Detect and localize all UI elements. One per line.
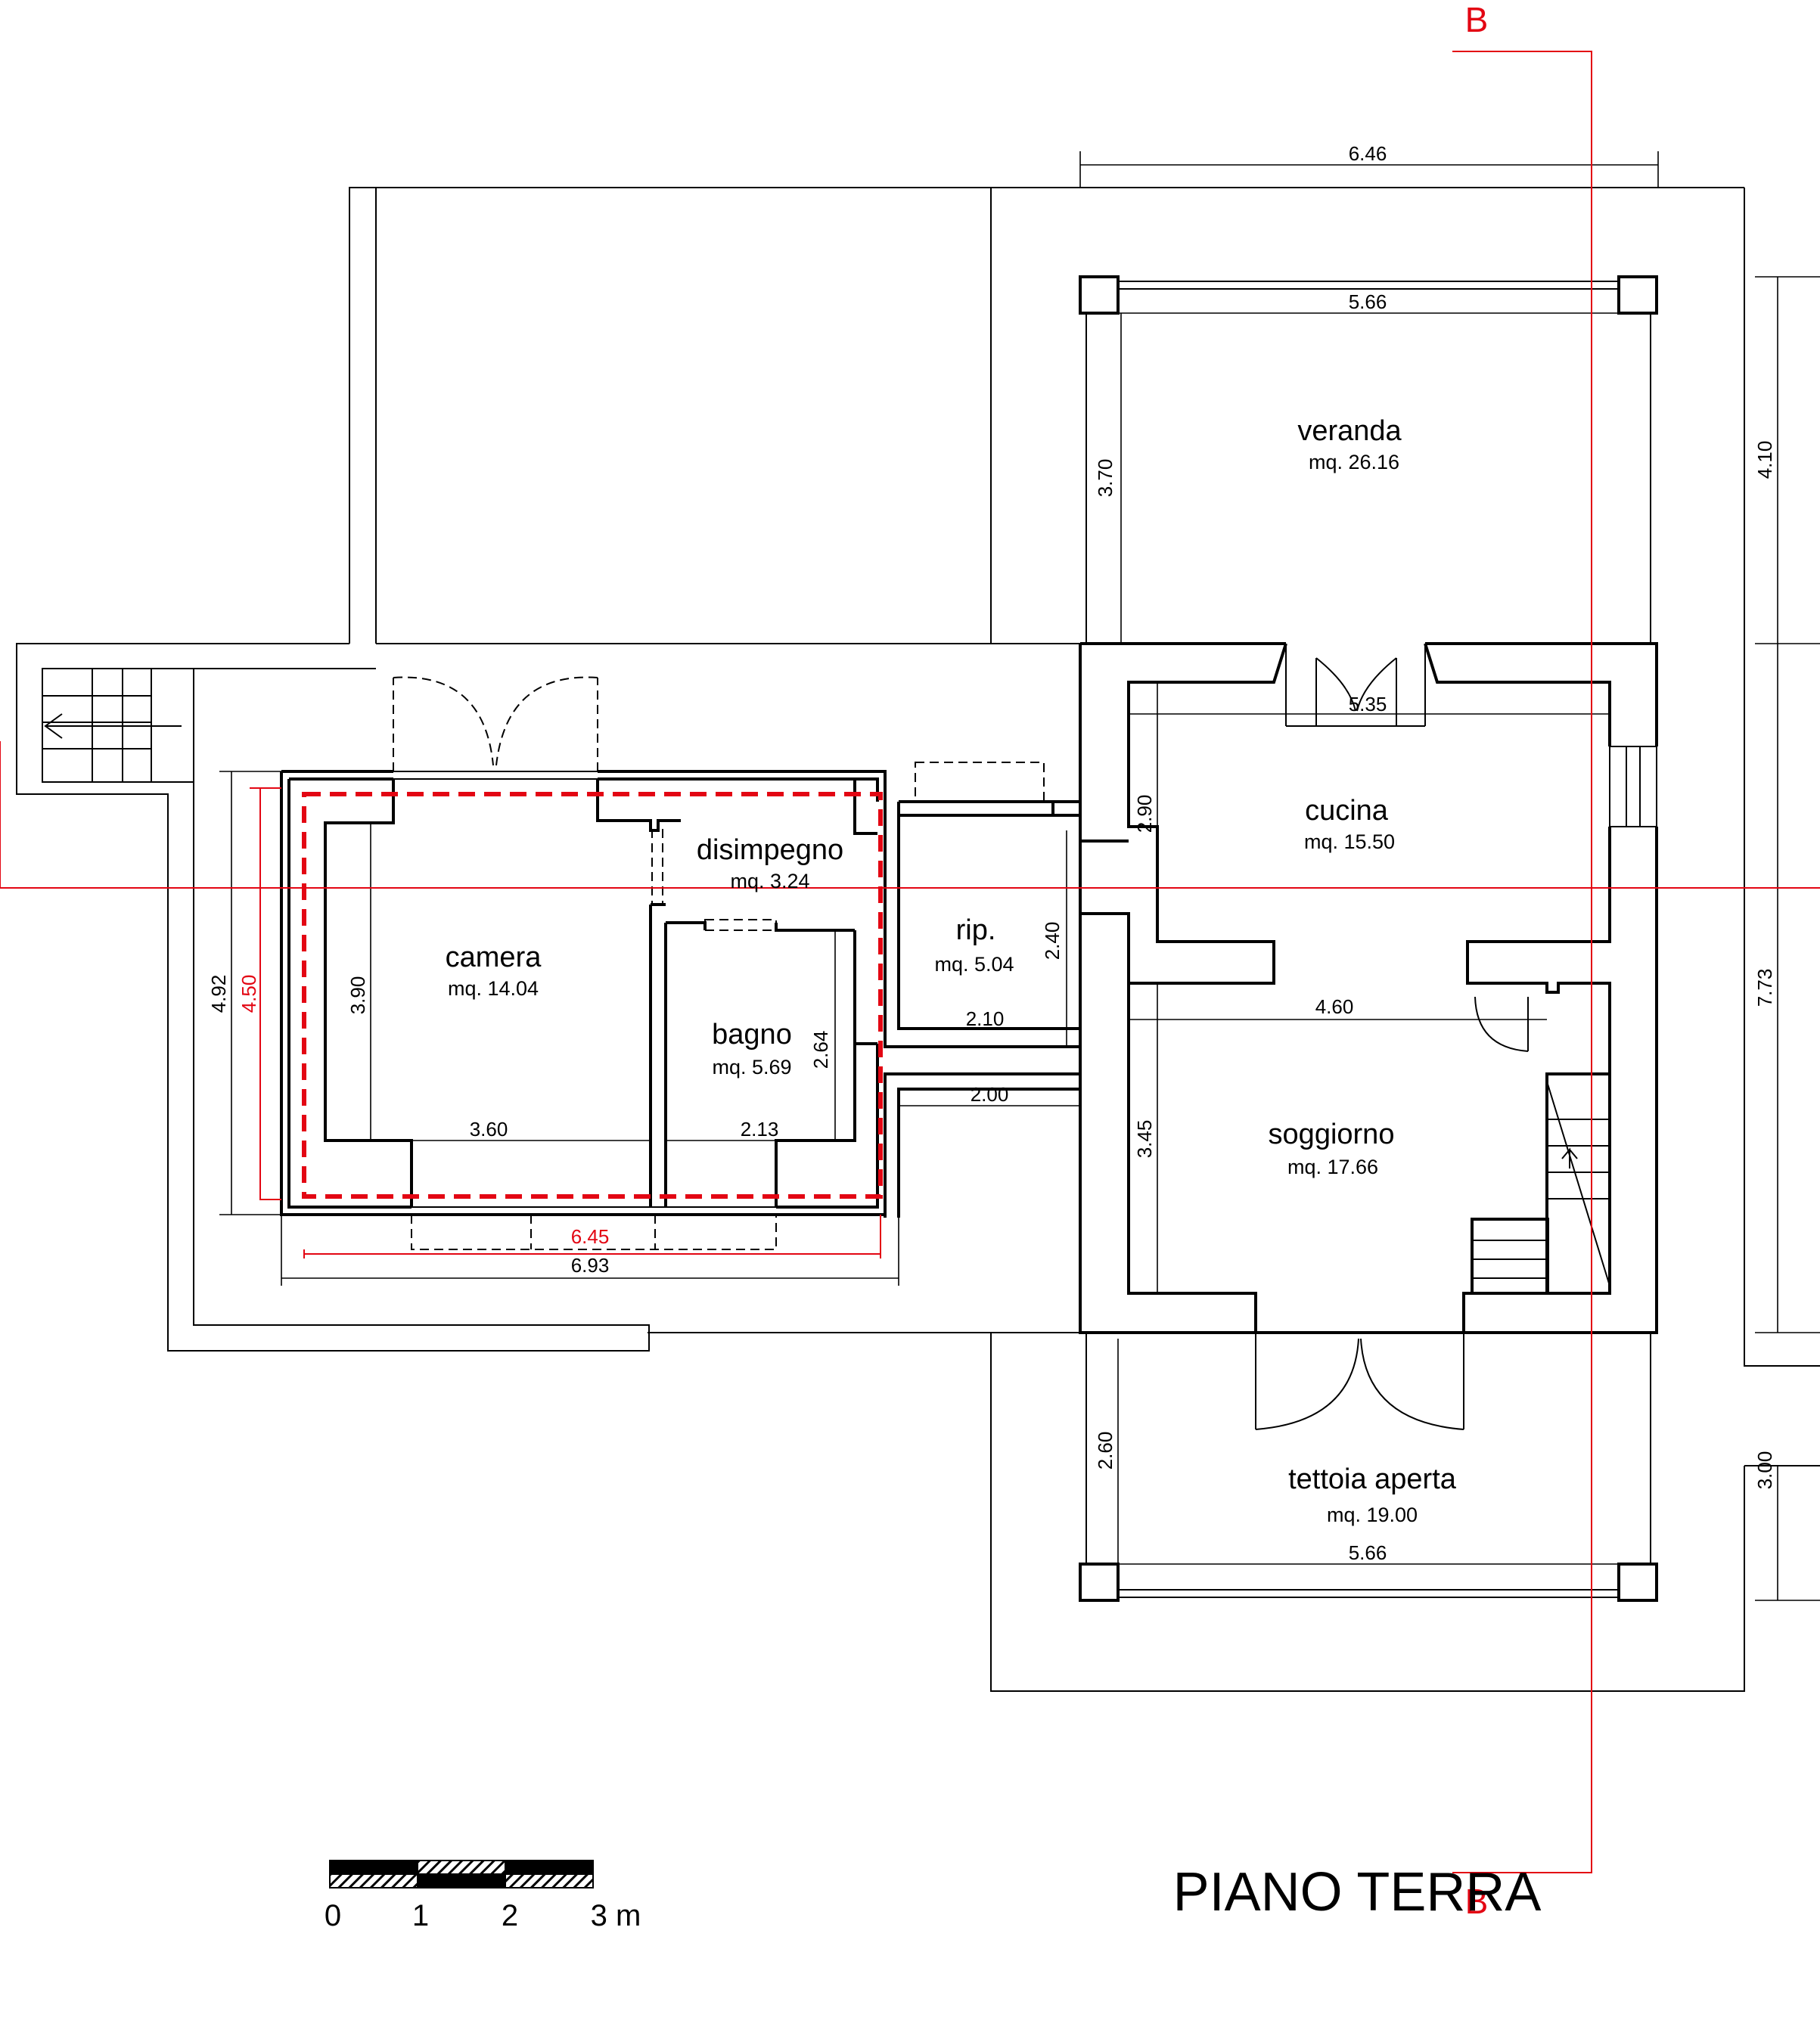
scale-label-2: 2 bbox=[502, 1899, 518, 1932]
room-area-cucina: mq. 15.50 bbox=[1304, 830, 1395, 853]
dim-460: 4.60 bbox=[1315, 995, 1354, 1018]
dim-645: 6.45 bbox=[571, 1225, 610, 1248]
dim-450: 4.50 bbox=[238, 975, 260, 1013]
west-block-walls bbox=[280, 676, 887, 1250]
dim-213: 2.13 bbox=[741, 1118, 779, 1141]
site-outlines bbox=[16, 187, 1820, 1692]
dimension-labels: 6.46 5.66 3.70 4.10 5.35 2.90 2.40 2.10 … bbox=[207, 142, 1776, 1564]
corridor-walls bbox=[884, 762, 1080, 1218]
dim-566-top: 5.66 bbox=[1349, 290, 1387, 313]
page-title: PIANO TERRA bbox=[1173, 1862, 1542, 1923]
dim-300: 3.00 bbox=[1753, 1451, 1776, 1490]
dim-773: 7.73 bbox=[1753, 969, 1776, 1007]
dim-345: 3.45 bbox=[1133, 1120, 1156, 1159]
dim-646: 6.46 bbox=[1349, 142, 1387, 165]
room-name-bagno: bagno bbox=[712, 1019, 792, 1051]
room-name-camera: camera bbox=[446, 942, 542, 973]
room-name-veranda: veranda bbox=[1297, 415, 1402, 447]
dim-200: 2.00 bbox=[971, 1083, 1009, 1106]
room-area-camera: mq. 14.04 bbox=[448, 977, 539, 1000]
room-name-cucina: cucina bbox=[1305, 795, 1389, 827]
room-labels: veranda mq. 26.16 cucina mq. 15.50 disim… bbox=[446, 415, 1457, 1526]
room-area-disimpegno: mq. 3.24 bbox=[730, 870, 809, 892]
section-marker-top: B bbox=[1465, 0, 1489, 39]
room-area-rip: mq. 5.04 bbox=[934, 953, 1014, 976]
dim-492: 4.92 bbox=[207, 975, 230, 1013]
dim-264: 2.64 bbox=[809, 1031, 832, 1069]
left-stair bbox=[42, 668, 194, 783]
room-name-disimpegno: disimpegno bbox=[697, 834, 843, 866]
room-name-tettoia: tettoia aperta bbox=[1288, 1463, 1457, 1495]
tettoia-structure bbox=[1079, 1333, 1658, 1602]
scale-bar: 0 1 2 3 m bbox=[325, 1860, 641, 1932]
dim-360: 3.60 bbox=[470, 1118, 508, 1141]
veranda-structure bbox=[1079, 275, 1658, 644]
red-dashed-outline bbox=[302, 792, 883, 1199]
scale-label-1: 1 bbox=[412, 1899, 429, 1932]
dim-693: 6.93 bbox=[571, 1254, 610, 1277]
scale-label-3: 3 m bbox=[591, 1899, 641, 1932]
room-area-veranda: mq. 26.16 bbox=[1309, 451, 1399, 473]
room-name-rip: rip. bbox=[956, 914, 996, 946]
dim-240: 2.40 bbox=[1041, 922, 1064, 961]
section-marker-bottom: B bbox=[1465, 1882, 1489, 1921]
dim-566-bottom: 5.66 bbox=[1349, 1541, 1387, 1564]
dim-210: 2.10 bbox=[966, 1007, 1005, 1030]
dim-410: 4.10 bbox=[1753, 441, 1776, 479]
dim-290: 2.90 bbox=[1133, 795, 1156, 833]
dimension-lines bbox=[219, 151, 1820, 1601]
dim-535: 5.35 bbox=[1349, 693, 1387, 715]
room-name-soggiorno: soggiorno bbox=[1269, 1119, 1395, 1150]
scale-label-0: 0 bbox=[325, 1899, 341, 1932]
room-area-bagno: mq. 5.69 bbox=[712, 1056, 791, 1078]
dim-370: 3.70 bbox=[1094, 459, 1117, 498]
room-area-soggiorno: mq. 17.66 bbox=[1287, 1156, 1378, 1178]
dim-390: 3.90 bbox=[346, 976, 369, 1015]
section-lines bbox=[0, 51, 1820, 1873]
room-area-tettoia: mq. 19.00 bbox=[1327, 1504, 1418, 1526]
dim-260: 2.60 bbox=[1094, 1432, 1117, 1470]
east-block-walls bbox=[1051, 642, 1658, 1334]
